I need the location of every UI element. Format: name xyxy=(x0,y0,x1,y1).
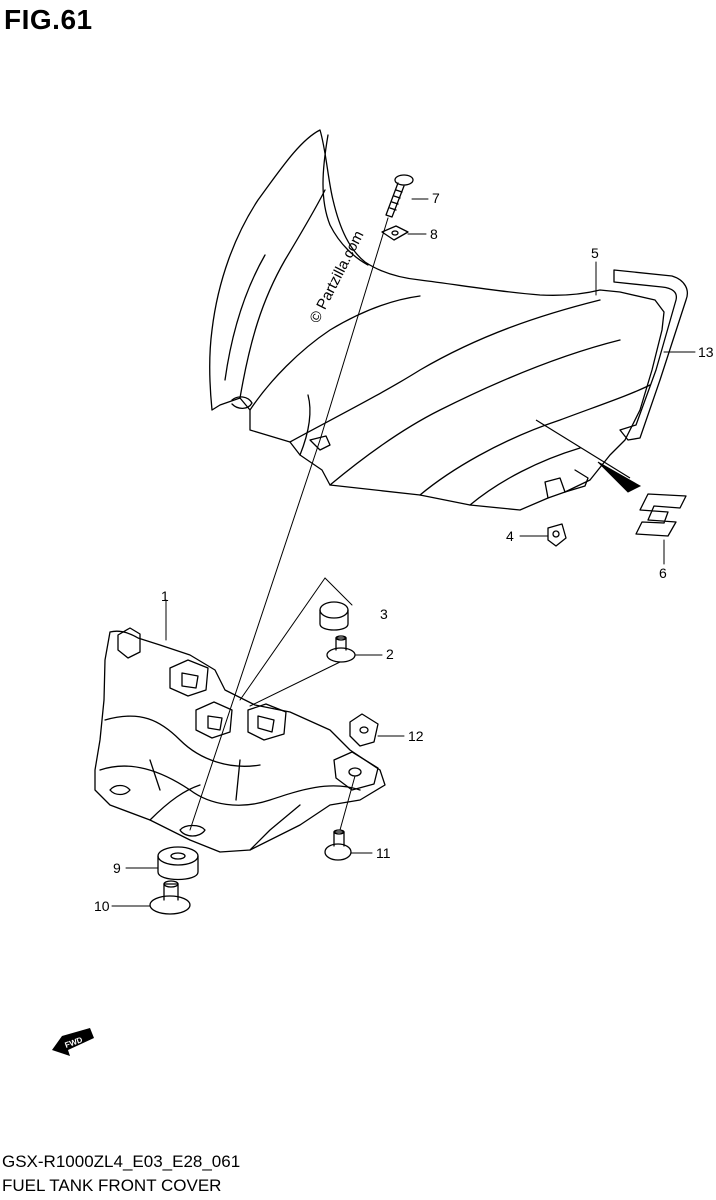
callout-12: 12 xyxy=(408,728,424,744)
model-code: GSX-R1000ZL4_E03_E28_061 xyxy=(2,1152,241,1171)
figure-title: FIG.61 xyxy=(4,4,93,35)
collar-part-2 xyxy=(326,635,356,663)
callout-11: 11 xyxy=(376,845,391,861)
watermark: © Partzilla.com xyxy=(306,228,367,326)
callout-5: 5 xyxy=(591,245,599,261)
leader-lines xyxy=(111,198,696,907)
bracket-part-1 xyxy=(94,627,386,853)
callout-9: 9 xyxy=(113,860,121,876)
nut-part-12 xyxy=(349,713,379,747)
tank-cover-part-5 xyxy=(209,129,665,511)
assembly-lines xyxy=(189,217,389,831)
emblem-pointer xyxy=(535,419,642,493)
grommet-part-9 xyxy=(157,846,199,881)
callout-13: 13 xyxy=(698,344,714,360)
callout-3: 3 xyxy=(380,606,388,622)
figure-name: FUEL TANK FRONT COVER xyxy=(2,1176,222,1195)
washer-part-8 xyxy=(381,225,409,241)
fwd-arrow-icon: FWD xyxy=(52,1028,94,1056)
emblem-part-6 xyxy=(635,493,687,537)
collar-part-10 xyxy=(149,880,191,915)
collar-part-11 xyxy=(324,829,352,861)
trim-strip-part-13 xyxy=(613,269,688,441)
callout-2: 2 xyxy=(386,646,394,662)
grommet-part-3 xyxy=(319,601,349,631)
callout-7: 7 xyxy=(432,190,440,206)
callout-6: 6 xyxy=(659,565,667,581)
nut-part-4 xyxy=(547,523,567,547)
screw-part-7 xyxy=(385,174,414,218)
callout-8: 8 xyxy=(430,226,438,242)
callout-4: 4 xyxy=(506,528,514,544)
callout-10: 10 xyxy=(94,898,110,914)
callout-1: 1 xyxy=(161,588,169,604)
